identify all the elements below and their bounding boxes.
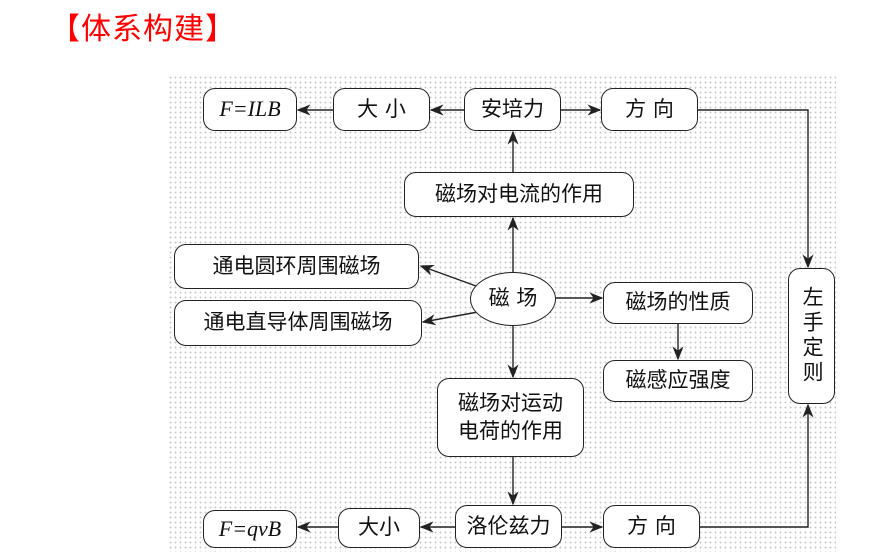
node-size-bottom: 大小: [338, 508, 420, 548]
arrow: [421, 311, 479, 326]
formula-f-ilb: F=ILB: [203, 88, 297, 131]
node-field-on-charge: 磁场对运动电荷的作用: [437, 378, 584, 457]
node-field-property: 磁场的性质: [603, 282, 753, 324]
arrow: [700, 403, 814, 528]
node-direction-bottom: 方 向: [603, 505, 700, 548]
node-direction-top: 方 向: [601, 88, 698, 131]
node-lorentz-force: 洛伦兹力: [455, 505, 562, 548]
node-field-on-current: 磁场对电流的作用: [404, 172, 634, 217]
node-ampere-force: 安培力: [464, 88, 561, 131]
formula-f-qvb: F=qvB: [203, 510, 297, 548]
node-ring-field: 通电圆环周围磁场: [174, 244, 419, 289]
node-left-hand-rule: 左手定则: [788, 268, 835, 404]
section-title: 【体系构建】: [50, 12, 236, 47]
node-magnetic-field: 磁 场: [470, 272, 556, 326]
node-straight-field: 通电直导体周围磁场: [174, 300, 422, 346]
node-size-top: 大 小: [333, 88, 430, 131]
node-induction: 磁感应强度: [603, 360, 753, 402]
arrow: [698, 109, 814, 269]
arrow: [419, 265, 477, 287]
